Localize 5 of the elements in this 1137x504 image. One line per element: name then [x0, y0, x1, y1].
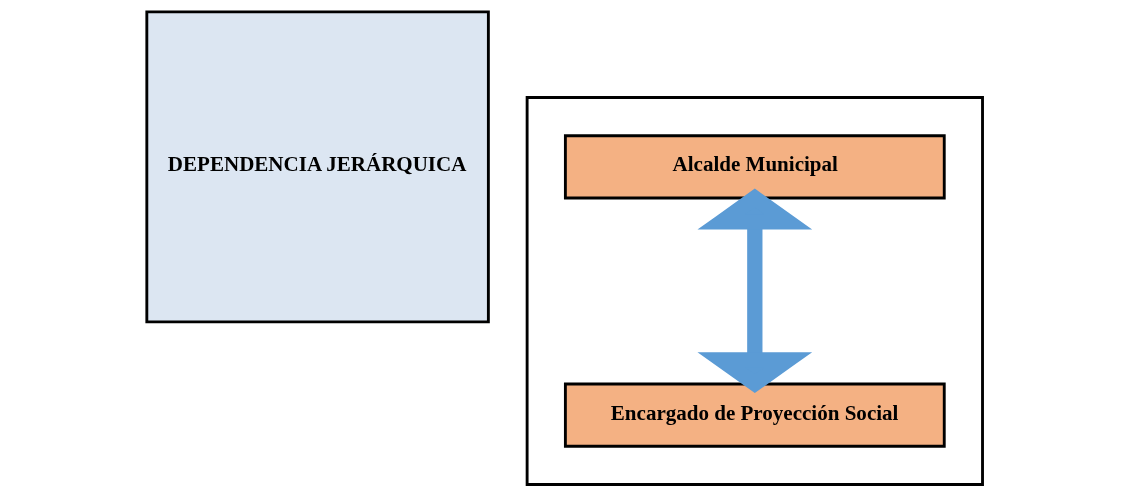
cluster: [525, 96, 984, 486]
node-box: DEPENDENCIA JERÁRQUICA: [145, 10, 490, 324]
arrow: [697, 188, 813, 394]
node-box: Alcalde Municipal: [563, 134, 946, 200]
node-box: Encargado de Proyección Social: [563, 382, 946, 448]
